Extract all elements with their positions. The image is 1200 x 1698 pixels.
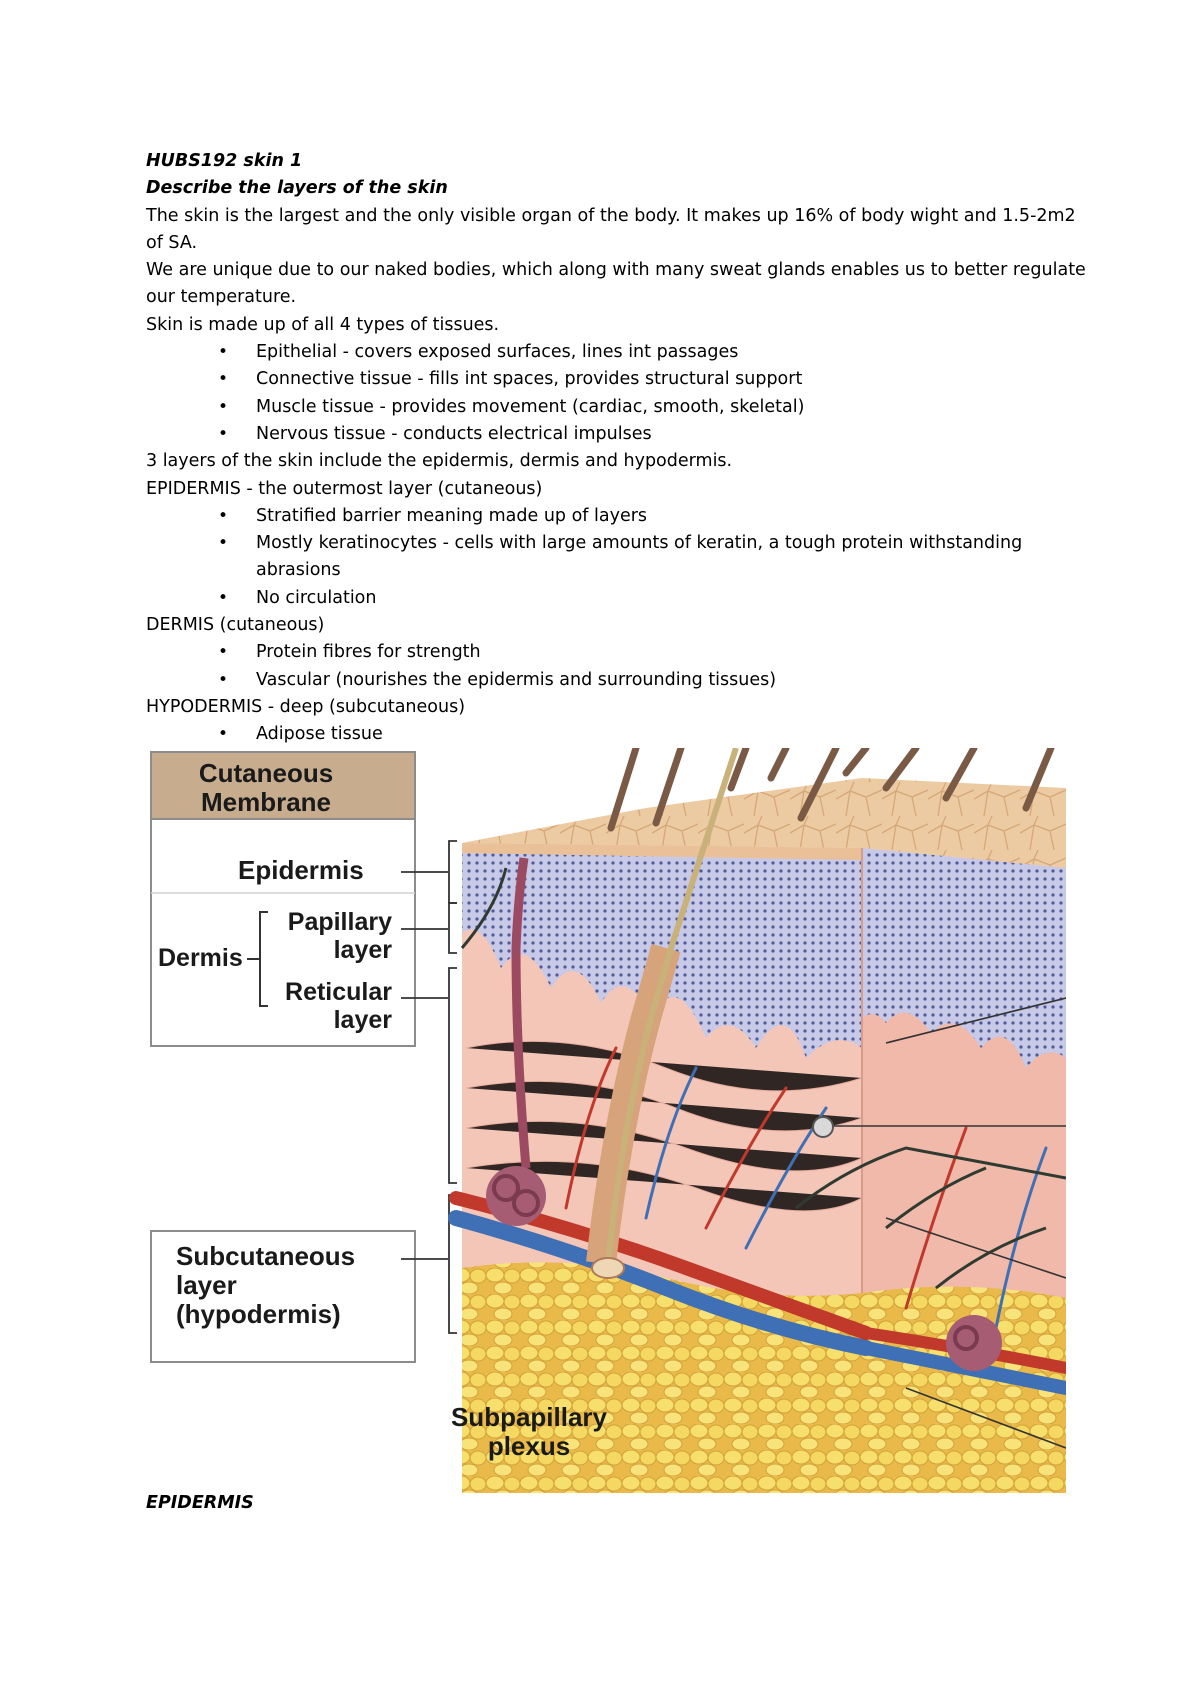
papillary-label: Papillary layer (287, 908, 392, 964)
list-item: Vascular (nourishes the epidermis and su… (146, 667, 1086, 695)
sweat-gland (486, 857, 1002, 1371)
list-item: Connective tissue - fills int spaces, pr… (146, 366, 1086, 394)
list-item: Muscle tissue - provides movement (cardi… (146, 394, 1086, 422)
list-item: Mostly keratinocytes - cells with large … (146, 530, 1086, 585)
hair-follicle (586, 748, 739, 1279)
list-item: Epithelial - covers exposed surfaces, li… (146, 339, 1086, 367)
list-item: Protein fibres for strength (146, 639, 1086, 667)
paragraph-2: We are unique due to our naked bodies, w… (146, 260, 1086, 308)
skin-block (462, 778, 1066, 1493)
epidermis-heading: EPIDERMIS - the outermost layer (cutaneo… (146, 478, 543, 499)
subcutaneous-panel (150, 1230, 416, 1363)
dermis-list: Protein fibres for strength Vascular (no… (146, 639, 1086, 694)
subpapillary-label: Subpapillary plexus (450, 1402, 608, 1462)
tissue-list: Epithelial - covers exposed surfaces, li… (146, 339, 1086, 448)
paragraph-1: The skin is the largest and the only vis… (146, 205, 1076, 253)
skin-layers-figure: Cutaneous Membrane Epidermis Dermis Papi… (146, 748, 1066, 1493)
doc-title: HUBS192 skin 1 (146, 151, 303, 171)
label-panel (150, 751, 416, 1047)
notes-text: HUBS192 skin 1 Describe the layers of th… (146, 148, 1086, 749)
dermis-label: Dermis (158, 944, 243, 972)
epidermis-label: Epidermis (238, 855, 364, 885)
membrane-header: Cutaneous Membrane (198, 758, 334, 818)
lamellated-corpuscle (812, 1116, 834, 1138)
skin-illustration (150, 748, 1066, 1493)
footer-heading: EPIDERMIS (146, 1493, 254, 1513)
list-item: No circulation (146, 585, 1086, 613)
subcutaneous-label: Subcutaneous layer (hypodermis) (176, 1241, 356, 1330)
epidermis-list: Stratified barrier meaning made up of la… (146, 503, 1086, 612)
reticular-label: Reticular layer (285, 978, 392, 1034)
paragraph-3: Skin is made up of all 4 types of tissue… (146, 314, 500, 335)
hairs (607, 748, 1055, 832)
dermis-heading: DERMIS (cutaneous) (146, 615, 325, 636)
hypodermis-heading: HYPODERMIS - deep (subcutaneous) (146, 696, 466, 717)
hypodermis-list: Adipose tissue (146, 721, 1086, 749)
paragraph-4: 3 layers of the skin include the epiderm… (146, 451, 733, 472)
list-item: Nervous tissue - conducts electrical imp… (146, 421, 1086, 449)
doc-subtitle: Describe the layers of the skin (146, 178, 448, 199)
list-item: Adipose tissue (146, 721, 1086, 749)
list-item: Stratified barrier meaning made up of la… (146, 503, 1086, 531)
right-leaders (826, 997, 1066, 1449)
